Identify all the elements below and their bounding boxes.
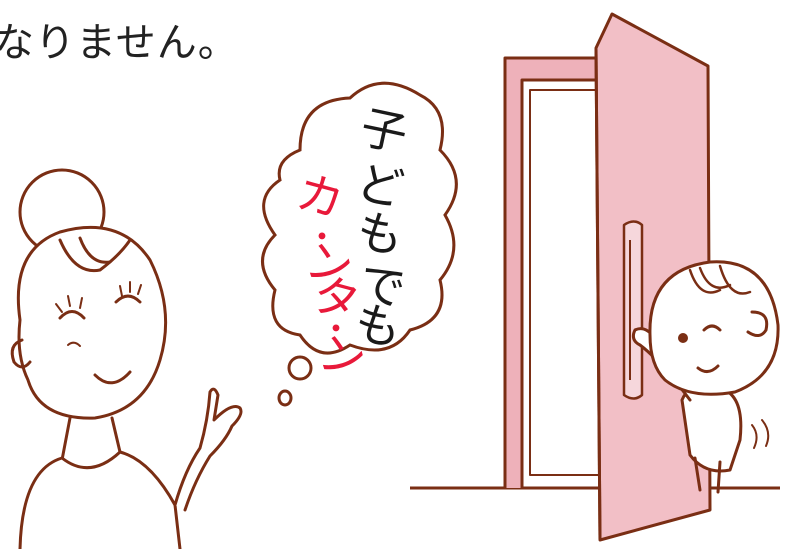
woman-hand bbox=[173, 387, 243, 512]
woman-body bbox=[18, 450, 182, 549]
thought-char: 子 bbox=[356, 100, 412, 162]
thought-dot-small bbox=[277, 389, 293, 407]
thought-cloud bbox=[261, 81, 458, 355]
thought-char: も bbox=[350, 295, 406, 357]
door bbox=[410, 12, 780, 542]
thought-dot-large bbox=[287, 355, 313, 381]
caption-text: なりません。 bbox=[0, 20, 239, 66]
thought-bubble bbox=[261, 81, 458, 407]
thought-char: ど bbox=[352, 155, 408, 217]
woman-head bbox=[16, 225, 168, 420]
woman bbox=[10, 168, 243, 549]
door-handle bbox=[622, 220, 644, 400]
thought-char: ・ bbox=[306, 218, 338, 256]
child-head bbox=[648, 260, 780, 396]
thought-text: 子 ど も で も カ ・ ン タ ・ ン bbox=[291, 100, 412, 389]
thought-char: で bbox=[354, 255, 410, 317]
thought-char: も bbox=[352, 203, 408, 265]
child bbox=[631, 260, 780, 494]
thought-char: ・ bbox=[320, 310, 352, 348]
